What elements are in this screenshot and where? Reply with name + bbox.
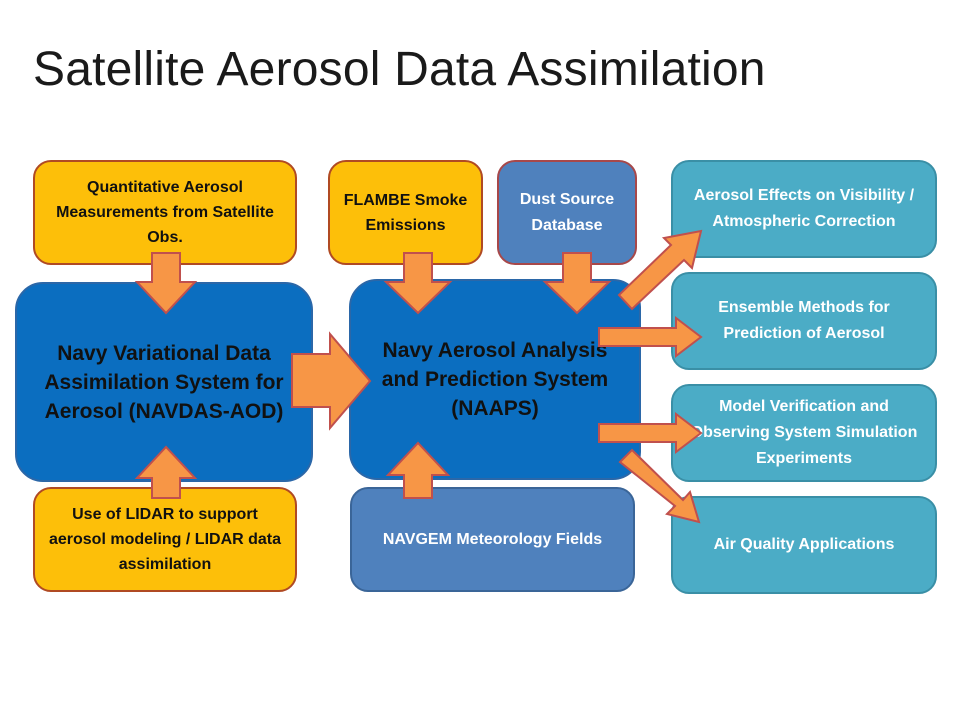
lidar-box: Use of LIDAR to support aerosol modeling… — [33, 487, 297, 592]
app-air-quality-box: Air Quality Applications — [671, 496, 937, 594]
app-verification-box: Model Verification and Observing System … — [671, 384, 937, 482]
dust-source-box: Dust Source Database — [497, 160, 637, 265]
quantitative-measurements-box: Quantitative Aerosol Measurements from S… — [33, 160, 297, 265]
flambe-box: FLAMBE Smoke Emissions — [328, 160, 483, 265]
app-ensemble-box: Ensemble Methods for Prediction of Aeros… — [671, 272, 937, 370]
page-title: Satellite Aerosol Data Assimilation — [33, 43, 766, 96]
naaps-box: Navy Aerosol Analysis and Prediction Sys… — [349, 279, 641, 480]
app-visibility-box: Aerosol Effects on Visibility / Atmosphe… — [671, 160, 937, 258]
navgem-box: NAVGEM Meteorology Fields — [350, 487, 635, 592]
navdas-aod-box: Navy Variational Data Assimilation Syste… — [15, 282, 313, 482]
